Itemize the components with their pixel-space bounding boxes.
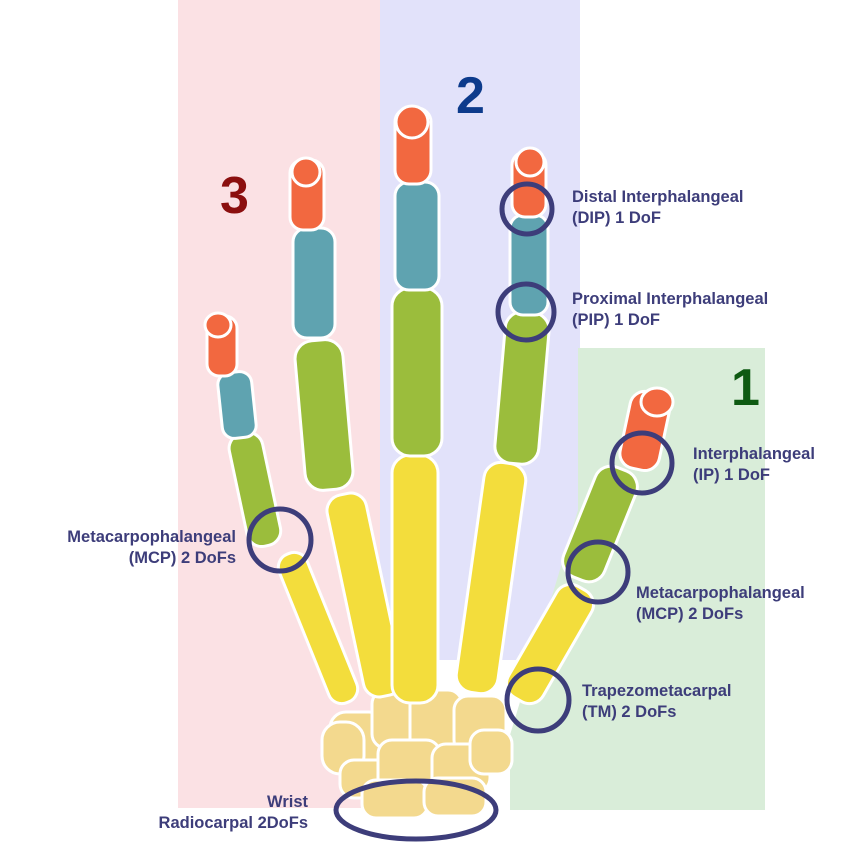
dip-label-dof: (DIP) 1 DoF [572, 209, 661, 227]
mcp-joint-ring-left [246, 506, 314, 574]
distal-phalanx-tip [639, 386, 675, 418]
group-1-number: 1 [731, 359, 760, 417]
mcp-left-label-name: Metacarpophalangeal [67, 528, 236, 546]
distal-phalanx-tip [394, 104, 430, 140]
distal-phalanx-tip [514, 146, 546, 178]
dip-joint-ring [499, 181, 555, 237]
tm-label: Trapezometacarpal (TM) 2 DoFs [582, 681, 731, 723]
joint-rings [246, 181, 675, 842]
middle-phalanx [393, 180, 441, 292]
wrist-label: Wrist Radiocarpal 2DoFs [90, 792, 308, 834]
dip-label-name: Distal Interphalangeal [572, 188, 744, 206]
tm-label-dof: (TM) 2 DoFs [582, 703, 677, 721]
ip-label: Interphalangeal (IP) 1 DoF [693, 444, 815, 486]
pip-label-dof: (PIP) 1 DoF [572, 311, 661, 329]
group-2-number: 2 [456, 67, 485, 125]
pip-label-name: Proximal Interphalangeal [572, 290, 769, 308]
tm-joint-ring [504, 666, 572, 734]
metacarpal-bone [505, 582, 595, 706]
mcp-right-label-name: Metacarpophalangeal [636, 584, 805, 602]
distal-phalanx-tip [290, 156, 322, 188]
wrist-label-dof: Radiocarpal 2DoFs [158, 814, 308, 832]
mcp-joint-ring-right [565, 539, 631, 605]
thumb [505, 386, 675, 706]
ip-label-dof: (IP) 1 DoF [693, 466, 770, 484]
ip-label-name: Interphalangeal [693, 445, 815, 463]
ip-joint-ring [609, 430, 675, 496]
distal-phalanx-tip [203, 311, 233, 339]
tm-label-name: Trapezometacarpal [582, 682, 732, 700]
middle-phalanx [291, 226, 337, 340]
wrist-joint-ring [333, 778, 499, 842]
metacarpal-bone [390, 453, 440, 705]
mcp-right-label-dof: (MCP) 2 DoFs [636, 605, 744, 623]
dip-label: Distal Interphalangeal (DIP) 1 DoF [572, 187, 743, 229]
metacarpal-bone [325, 491, 405, 699]
mcp-label-right: Metacarpophalangeal (MCP) 2 DoFs [636, 583, 805, 625]
pip-label: Proximal Interphalangeal (PIP) 1 DoF [572, 289, 768, 331]
metacarpal-bone [276, 550, 360, 706]
little-finger [203, 311, 360, 706]
middle-phalanx [216, 370, 258, 440]
middle-finger [390, 104, 444, 705]
carpal-bone [468, 728, 514, 776]
carpal-bones [320, 688, 514, 820]
mcp-label-left: Metacarpophalangeal (MCP) 2 DoFs [18, 527, 236, 569]
proximal-phalanx [561, 464, 639, 584]
group-1-band [510, 348, 765, 810]
mcp-left-label-dof: (MCP) 2 DoFs [128, 549, 236, 567]
group-3-number: 3 [220, 167, 249, 225]
wrist-label-name: Wrist [267, 793, 308, 811]
proximal-phalanx [390, 286, 444, 458]
ring-finger [288, 156, 405, 699]
proximal-phalanx [293, 338, 355, 492]
pip-joint-ring [495, 281, 557, 343]
hand-bones [203, 104, 675, 820]
